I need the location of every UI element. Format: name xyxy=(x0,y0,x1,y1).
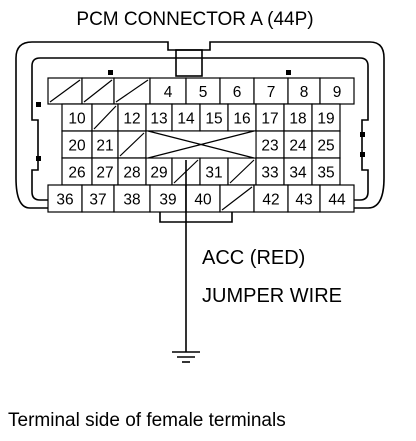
blank-region-cross xyxy=(147,130,255,159)
terminal-number: 10 xyxy=(68,111,86,128)
connector-housing xyxy=(15,41,385,223)
terminal-cell xyxy=(311,103,341,132)
terminal-number: 14 xyxy=(177,111,195,128)
lock-marks xyxy=(36,70,365,161)
terminal-cell xyxy=(91,130,119,159)
terminal-number: 6 xyxy=(233,84,242,101)
blank-cell-slash xyxy=(49,79,81,103)
terminal-number: 39 xyxy=(159,192,176,209)
terminal-number: 5 xyxy=(199,84,208,101)
terminal-number: 33 xyxy=(261,165,278,182)
terminal-number: 8 xyxy=(300,84,309,101)
blank-cell-slash xyxy=(93,105,117,130)
blank-cell-slash xyxy=(229,159,255,184)
terminal-cell xyxy=(311,130,341,159)
terminal-cell xyxy=(185,77,221,105)
terminal-cell xyxy=(319,184,355,213)
terminal-number: 29 xyxy=(150,165,167,182)
terminal-cell xyxy=(199,157,229,186)
terminal-cell xyxy=(319,77,355,105)
terminal-number: 18 xyxy=(289,111,306,128)
wire-label-acc: ACC (RED) xyxy=(202,247,305,269)
terminal-number: 17 xyxy=(261,111,278,128)
terminal-number: 19 xyxy=(317,111,334,128)
terminal-number: 25 xyxy=(317,138,334,155)
blank-cell-slash xyxy=(119,132,145,157)
terminal-cell xyxy=(255,130,285,159)
terminal-number: 9 xyxy=(333,84,342,101)
terminal-number: 16 xyxy=(233,111,250,128)
terminal-number: 27 xyxy=(96,165,113,182)
terminal-cell xyxy=(61,103,93,132)
blank-cell-slash xyxy=(83,79,113,103)
terminal-cell xyxy=(117,157,147,186)
wire-label-jumper: JUMPER WIRE xyxy=(202,285,342,307)
terminal-number: 36 xyxy=(56,192,73,209)
terminal-number: 37 xyxy=(89,192,106,209)
terminal-cell xyxy=(171,103,201,132)
terminal-number: 21 xyxy=(96,138,113,155)
terminal-cell xyxy=(47,184,83,213)
terminal-cell xyxy=(287,184,321,213)
terminal-cell xyxy=(61,130,93,159)
terminal-number: 34 xyxy=(289,165,307,182)
terminal-number: 28 xyxy=(123,165,140,182)
terminal-number: 7 xyxy=(267,84,276,101)
blank-cell-slash xyxy=(221,186,253,211)
terminal-cell xyxy=(283,130,313,159)
terminal-number: 40 xyxy=(194,192,212,209)
terminal-number: 12 xyxy=(123,111,140,128)
terminal-number: 15 xyxy=(205,111,222,128)
terminal-cell xyxy=(283,103,313,132)
terminal-cell xyxy=(255,157,285,186)
terminal-number: 44 xyxy=(328,192,346,209)
terminal-number: 24 xyxy=(289,138,307,155)
terminal-number: 4 xyxy=(164,84,173,101)
terminal-number: 23 xyxy=(261,138,278,155)
terminal-number: 20 xyxy=(68,138,86,155)
diagram-title: PCM CONNECTOR A (44P) xyxy=(76,9,313,30)
terminal-cell xyxy=(311,157,341,186)
terminal-number: 26 xyxy=(68,165,85,182)
terminal-number: 42 xyxy=(262,192,279,209)
terminal-cell xyxy=(253,184,289,213)
terminal-number: 43 xyxy=(295,192,312,209)
terminal-grid: 4 5 6 7 8 9 10 12 13 14 15 16 17 18 19 20 21 23 24 25 26 27 28… xyxy=(47,77,355,213)
terminal-cell xyxy=(199,103,229,132)
terminal-cell xyxy=(81,184,115,213)
terminal-number: 35 xyxy=(317,165,334,182)
ground-icon xyxy=(172,351,200,363)
terminal-number: 31 xyxy=(205,165,222,182)
terminal-number: 38 xyxy=(123,192,140,209)
terminal-number: 13 xyxy=(150,111,167,128)
blank-cell-slash xyxy=(115,79,149,103)
terminal-cell xyxy=(149,184,187,213)
diagram-caption: Terminal side of female terminals xyxy=(8,410,286,431)
